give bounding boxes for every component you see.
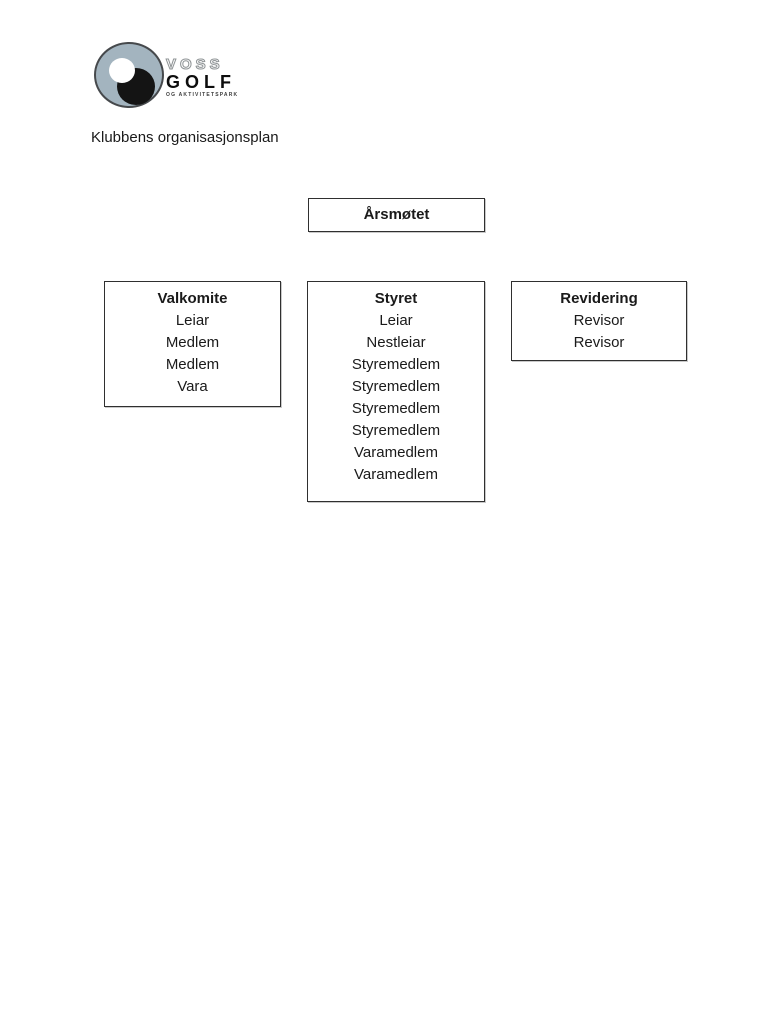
org-box-title: Årsmøtet xyxy=(363,206,430,223)
logo-text: VOSS GOLF OG AKTIVITETSPARK xyxy=(166,56,306,99)
org-box-member: Leiar xyxy=(379,312,413,329)
voss-golf-logo: VOSS GOLF OG AKTIVITETSPARK xyxy=(94,42,304,112)
org-box-member: Medlem xyxy=(165,356,220,373)
org-box-styret: Styret Leiar Nestleiar Styremedlem Styre… xyxy=(307,281,485,502)
golf-ball-disc-icon xyxy=(94,42,164,108)
org-box-member: Revisor xyxy=(573,334,625,351)
org-box-member: Nestleiar xyxy=(366,334,426,351)
page-title: Klubbens organisasjonsplan xyxy=(91,129,279,146)
org-box-member: Styremedlem xyxy=(351,378,441,395)
org-box-revidering: Revidering Revisor Revisor xyxy=(511,281,687,361)
org-box-member: Styremedlem xyxy=(351,400,441,417)
logo-text-subtitle: OG AKTIVITETSPARK xyxy=(166,92,239,98)
golf-ball-light-icon xyxy=(109,58,135,83)
org-box-member: Styremedlem xyxy=(351,422,441,439)
org-box-member: Vara xyxy=(177,378,208,395)
org-box-title: Revidering xyxy=(560,290,638,307)
org-box-title: Valkomite xyxy=(157,290,228,307)
org-box-member: Medlem xyxy=(165,334,220,351)
org-box-member: Varamedlem xyxy=(354,444,438,461)
org-box-arsmotet: Årsmøtet xyxy=(308,198,485,232)
org-box-member: Revisor xyxy=(573,312,625,329)
logo-text-voss: VOSS xyxy=(166,56,224,74)
org-box-title: Styret xyxy=(374,290,418,307)
org-box-valkomite: Valkomite Leiar Medlem Medlem Vara xyxy=(104,281,281,407)
logo-text-golf: GOLF xyxy=(166,72,236,92)
org-box-member: Leiar xyxy=(175,312,210,329)
org-box-member: Varamedlem xyxy=(354,466,438,483)
org-box-member: Styremedlem xyxy=(351,356,441,373)
